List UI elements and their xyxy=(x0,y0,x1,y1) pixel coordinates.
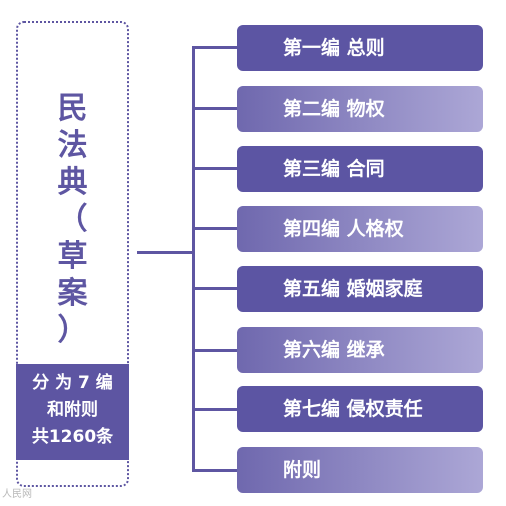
title-char: 案 xyxy=(57,276,88,311)
title-char: 典 xyxy=(57,165,88,200)
summary-box: 分 为 7 编 和附则 共1260条 xyxy=(16,364,129,460)
root-connector xyxy=(137,251,194,254)
node-part-7-tort-liability: 第七编 侵权责任 xyxy=(237,386,483,432)
branch-connector xyxy=(192,349,238,352)
title-char: 法 xyxy=(57,128,88,163)
node-supplementary-provisions: 附则 xyxy=(237,447,483,493)
branch-connector xyxy=(192,167,238,170)
branch-connector xyxy=(192,408,238,411)
node-part-6-succession: 第六编 继承 xyxy=(237,327,483,373)
node-part-3-contracts: 第三编 合同 xyxy=(237,146,483,192)
branch-connector xyxy=(192,46,238,49)
title-char: （ xyxy=(57,202,88,237)
node-part-4-personality-rights: 第四编 人格权 xyxy=(237,206,483,252)
title-char: 草 xyxy=(57,239,88,274)
node-part-2-property-rights: 第二编 物权 xyxy=(237,86,483,132)
node-part-1-general-provisions: 第一编 总则 xyxy=(237,25,483,71)
branch-connector xyxy=(192,107,238,110)
branch-connector xyxy=(192,469,238,472)
watermark: 人民网 xyxy=(2,489,32,500)
node-part-5-marriage-family: 第五编 婚姻家庭 xyxy=(237,266,483,312)
title-char: 民 xyxy=(57,91,88,126)
tree-trunk xyxy=(192,46,195,472)
code-title: 民 法 典 （ 草 案 ） xyxy=(16,90,129,349)
title-char: ） xyxy=(57,313,88,348)
branch-connector xyxy=(192,287,238,290)
summary-line: 和附则 xyxy=(47,400,98,420)
summary-line: 共1260条 xyxy=(31,427,114,447)
title-panel xyxy=(16,21,129,487)
summary-line: 分 为 7 编 xyxy=(32,373,113,393)
branch-connector xyxy=(192,227,238,230)
